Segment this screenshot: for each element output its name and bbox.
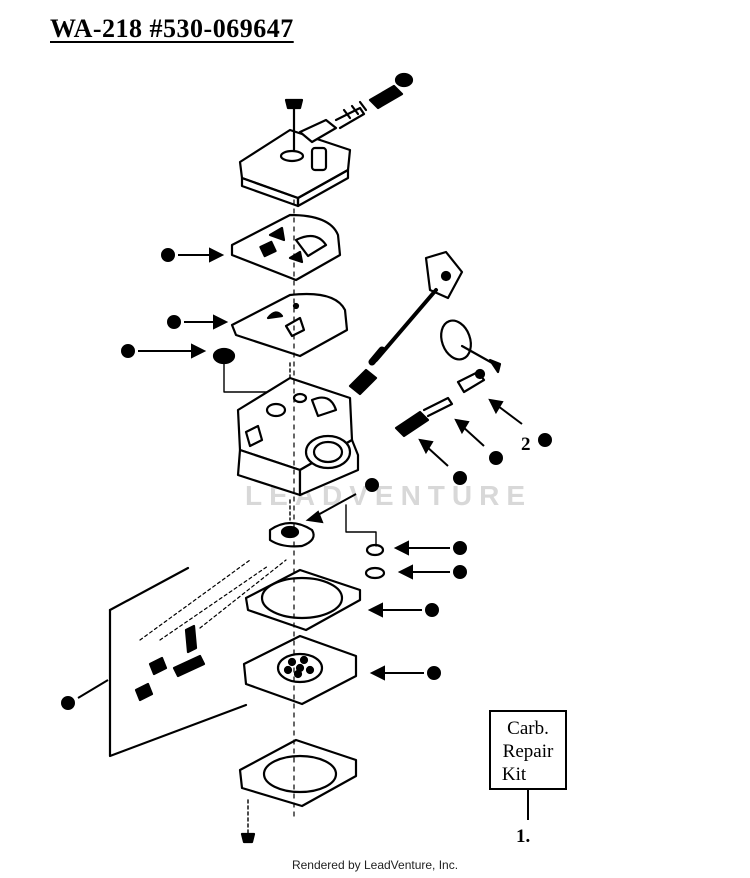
callout-throttle-screw	[488, 398, 552, 447]
kit-number: 1.	[516, 826, 531, 847]
footer-credit: Rendered by LeadVenture, Inc.	[291, 858, 459, 872]
inlet-needle-lever	[268, 499, 315, 548]
filter-cap	[212, 347, 236, 365]
gasket-lower	[244, 568, 362, 632]
carb-repair-kit-box: Carb. Repair Kit	[489, 710, 567, 790]
callout-label-2: 2	[521, 434, 531, 455]
bottom-cover	[238, 738, 358, 844]
top-cover-plate	[238, 98, 352, 208]
kit-line-1: Carb.	[507, 718, 549, 739]
washer-lead-line	[345, 504, 377, 547]
small-seal	[364, 566, 386, 580]
callout-metering-diaphragm	[369, 665, 441, 681]
small-washer	[365, 543, 385, 557]
diagram-title: WA-218 #530-069647	[50, 14, 294, 43]
callout-small-seal	[397, 564, 467, 580]
callout-diaphragm-upper	[167, 314, 229, 330]
gasket-upper	[230, 213, 342, 282]
mixture-screws	[394, 368, 486, 438]
callout-high-speed-screw	[454, 418, 503, 465]
callout-gasket-lower	[367, 602, 439, 618]
adjusting-screw-assembly	[298, 72, 414, 144]
callout-small-washer	[393, 540, 467, 556]
kit-line-3: Kit	[501, 764, 527, 785]
callout-gasket-upper	[161, 247, 225, 263]
callout-needle-lever	[305, 478, 379, 524]
needle-parts-group	[108, 559, 287, 758]
callout-idle-screw	[418, 438, 467, 485]
callout-needle-parts	[61, 679, 109, 710]
throttle-shaft-assembly	[348, 250, 502, 396]
metering-diaphragm	[242, 634, 358, 706]
diaphragm-upper	[230, 292, 349, 358]
carburetor-body	[236, 359, 360, 497]
kit-line-2: Repair	[502, 741, 554, 762]
callout-filter-cap	[121, 343, 207, 359]
